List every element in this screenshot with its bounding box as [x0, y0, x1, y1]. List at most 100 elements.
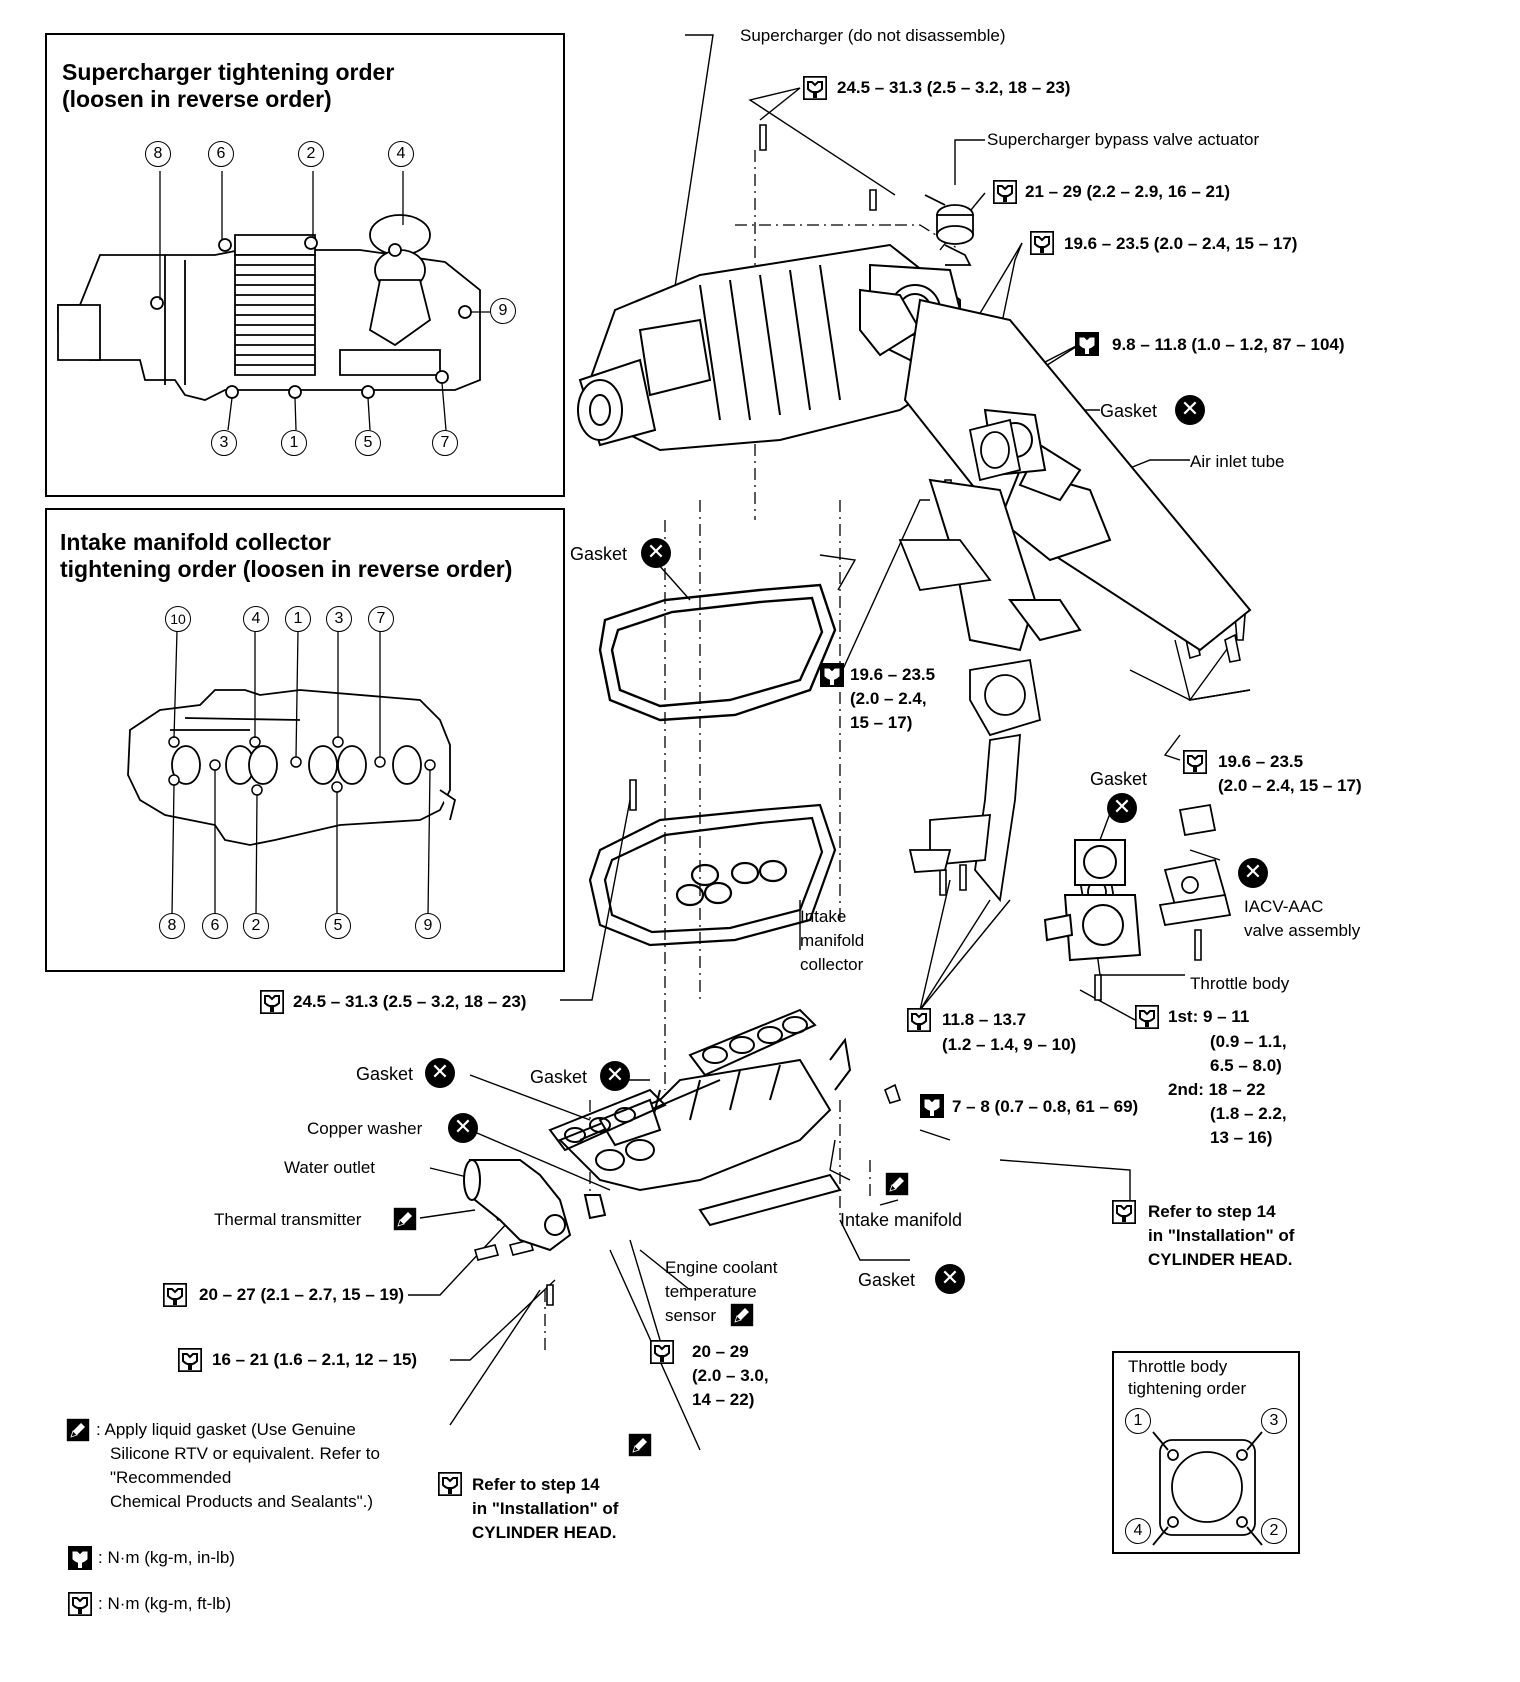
torque-wrench-icon	[803, 76, 827, 100]
throttle-panel-drawing	[1152, 1431, 1263, 1546]
bolt-number: 8	[159, 913, 185, 939]
collector-panel-title-1: Intake manifold collector	[60, 529, 331, 555]
bolt-number: 4	[1125, 1518, 1151, 1544]
label-throttle-body: Throttle body	[1190, 974, 1290, 993]
torque-spec: 19.6 – 23.5	[850, 665, 936, 684]
bolt-number: 2	[243, 913, 269, 939]
torque-wrench-icon	[1030, 231, 1054, 255]
replace-x-icon: ✕	[448, 1113, 478, 1143]
replace-x-icon: ✕	[1107, 793, 1137, 823]
replace-x-icon: ✕	[1238, 858, 1268, 888]
bolt-number: 6	[208, 141, 234, 167]
label-refer-step: CYLINDER HEAD.	[1148, 1250, 1293, 1269]
torque-spec: (2.0 – 2.4, 15 – 17)	[1218, 776, 1362, 795]
intake-collector-part	[588, 803, 837, 947]
iacv-part	[1158, 858, 1232, 927]
coolant-pipe	[908, 733, 1021, 903]
replace-x-icon: ✕	[1175, 395, 1205, 425]
sealant-pen-icon	[66, 1418, 90, 1442]
torque-spec: 19.6 – 23.5 (2.0 – 2.4, 15 – 17)	[1064, 234, 1298, 253]
label-intake-collector: Intake	[800, 907, 847, 926]
label-gasket: Gasket	[858, 1270, 916, 1290]
torque-wrench-filled-icon	[68, 1546, 92, 1570]
label-intake-manifold: Intake manifold	[840, 1210, 963, 1230]
bolt-number: 3	[1261, 1408, 1287, 1434]
throttle-panel-title-2: tightening order	[1128, 1379, 1247, 1398]
manifold-gasket-upper	[688, 1008, 817, 1077]
torque-wrench-icon	[178, 1348, 202, 1372]
bypass-valve-actuator	[924, 194, 974, 266]
torque-spec: 19.6 – 23.5	[1218, 752, 1304, 771]
bolt-number: 7	[368, 606, 394, 632]
label-refer-step: in "Installation" of	[1148, 1226, 1295, 1245]
label-supercharger: Supercharger (do not disassemble)	[740, 26, 1006, 45]
label-refer-step: Refer to step 14	[472, 1475, 600, 1494]
bolt-number: 4	[243, 606, 269, 632]
legend-sealant: : Apply liquid gasket (Use Genuine	[96, 1420, 356, 1439]
bolt-number: 1	[281, 430, 307, 456]
torque-wrench-icon	[438, 1472, 462, 1496]
label-intake-collector: collector	[800, 955, 864, 974]
label-refer-step: Refer to step 14	[1148, 1202, 1276, 1221]
collector-gasket	[598, 583, 837, 722]
label-refer-step: CYLINDER HEAD.	[472, 1523, 617, 1542]
bolt-number: 3	[211, 430, 237, 456]
water-outlet-part	[463, 1159, 607, 1252]
label-ect-sensor: temperature	[665, 1282, 757, 1301]
bolt-number: 1	[285, 606, 311, 632]
label-bypass-actuator: Supercharger bypass valve actuator	[987, 130, 1260, 149]
supercharger-panel-title-2: (loosen in reverse order)	[62, 86, 332, 112]
label-gasket: Gasket	[570, 544, 628, 564]
torque-spec: (2.0 – 3.0,	[692, 1366, 769, 1385]
bolt-number: 2	[298, 141, 324, 167]
label-iacv: valve assembly	[1244, 921, 1361, 940]
torque-spec: (1.8 – 2.2,	[1210, 1104, 1287, 1123]
torque-spec: (2.0 – 2.4,	[850, 689, 927, 708]
replace-x-icon: ✕	[600, 1061, 630, 1091]
torque-wrench-icon	[993, 180, 1017, 204]
torque-spec: 9.8 – 11.8 (1.0 – 1.2, 87 – 104)	[1112, 335, 1345, 354]
label-air-inlet-tube: Air inlet tube	[1190, 452, 1285, 471]
label-gasket: Gasket	[356, 1064, 414, 1084]
collector-panel-ports	[171, 745, 422, 785]
label-ect-sensor: Engine coolant	[665, 1258, 778, 1277]
collector-order-panel	[45, 508, 565, 972]
supercharger-panel-drawing	[57, 214, 481, 401]
bolt-number: 4	[388, 141, 414, 167]
collector-panel-drawing	[127, 689, 457, 846]
torque-wrench-filled-icon	[1075, 332, 1099, 356]
replace-x-icon: ✕	[641, 538, 671, 568]
label-refer-step: in "Installation" of	[472, 1499, 619, 1518]
replace-x-icon: ✕	[425, 1058, 455, 1088]
legend-sealant: Silicone RTV or equivalent. Refer to	[110, 1444, 380, 1463]
torque-spec: 20 – 27 (2.1 – 2.7, 15 – 19)	[199, 1285, 405, 1304]
torque-wrench-icon	[1183, 750, 1207, 774]
throttle-body-part	[1043, 839, 1142, 962]
torque-spec: 6.5 – 8.0)	[1210, 1056, 1282, 1075]
torque-spec: 13 – 16)	[1210, 1128, 1273, 1147]
sealant-pen-icon	[730, 1303, 754, 1327]
torque-spec: (0.9 – 1.1,	[1210, 1032, 1287, 1051]
bolt-number: 5	[355, 430, 381, 456]
legend-sealant: "Recommended	[110, 1468, 232, 1487]
bolt-number: 2	[1261, 1518, 1287, 1544]
supercharger-panel-callout-lines	[159, 171, 490, 431]
torque-wrench-icon	[1112, 1200, 1136, 1224]
sealant-pen-icon	[393, 1207, 417, 1231]
bolt-number: 5	[325, 913, 351, 939]
bolt-number: 8	[145, 141, 171, 167]
supercharger-panel-title-1: Supercharger tightening order	[62, 59, 395, 85]
torque-wrench-icon	[260, 990, 284, 1014]
torque-wrench-icon	[907, 1008, 931, 1032]
torque-spec: 7 – 8 (0.7 – 0.8, 61 – 69)	[952, 1097, 1139, 1116]
label-intake-collector: manifold	[800, 931, 865, 950]
bolt-number: 9	[415, 913, 441, 939]
bolt-number: 9	[490, 298, 516, 324]
bolt-number: 10	[165, 606, 191, 632]
label-water-outlet: Water outlet	[284, 1158, 376, 1177]
torque-spec: 21 – 29 (2.2 – 2.9, 16 – 21)	[1025, 182, 1231, 201]
collector-panel-callout-lines	[171, 630, 431, 916]
torque-spec: 24.5 – 31.3 (2.5 – 3.2, 18 – 23)	[293, 992, 527, 1011]
torque-wrench-icon	[650, 1340, 674, 1364]
torque-spec: 11.8 – 13.7	[942, 1010, 1027, 1029]
